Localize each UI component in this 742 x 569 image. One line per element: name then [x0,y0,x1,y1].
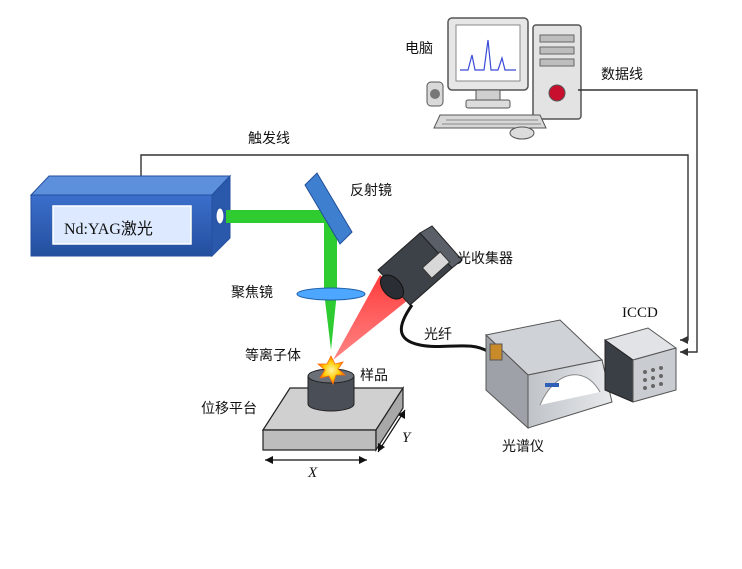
sample-label: 样品 [360,368,388,384]
data-cable-label: 数据线 [601,67,643,83]
computer-label: 电脑 [405,41,433,57]
focusing-lens [296,287,366,301]
plasma-spark-icon [316,355,347,386]
axis-y-arrow [377,409,406,453]
spectrometer-label: 光谱仪 [502,439,544,455]
mirror-label: 反射镜 [350,183,392,199]
axis-y-label: Y [402,430,411,446]
axis-x-arrow [265,456,367,464]
axis-x-label: X [308,465,318,481]
computer-icon [426,17,582,140]
collector-label: 光收集器 [457,251,513,267]
focusing-lens-label: 聚焦镜 [231,285,273,301]
spectrometer-icon [484,319,678,430]
plasma-label: 等离子体 [245,348,301,364]
optical-fiber [399,304,490,354]
stage-label: 位移平台 [201,401,257,417]
collector-icon [377,225,463,306]
laser-label: Nd:YAG激光 [64,221,153,238]
laser-beam-focused [324,292,337,350]
data-cable-arrow [680,348,688,356]
fiber-label: 光纤 [424,327,452,343]
mirror [304,172,353,245]
trigger-cable-arrow [680,336,688,344]
data-cable [578,89,698,353]
iccd-label: ICCD [622,305,658,321]
laser-box [29,174,232,258]
laser-beam-horizontal [226,210,330,223]
trigger-cable-label: 触发线 [248,131,290,147]
